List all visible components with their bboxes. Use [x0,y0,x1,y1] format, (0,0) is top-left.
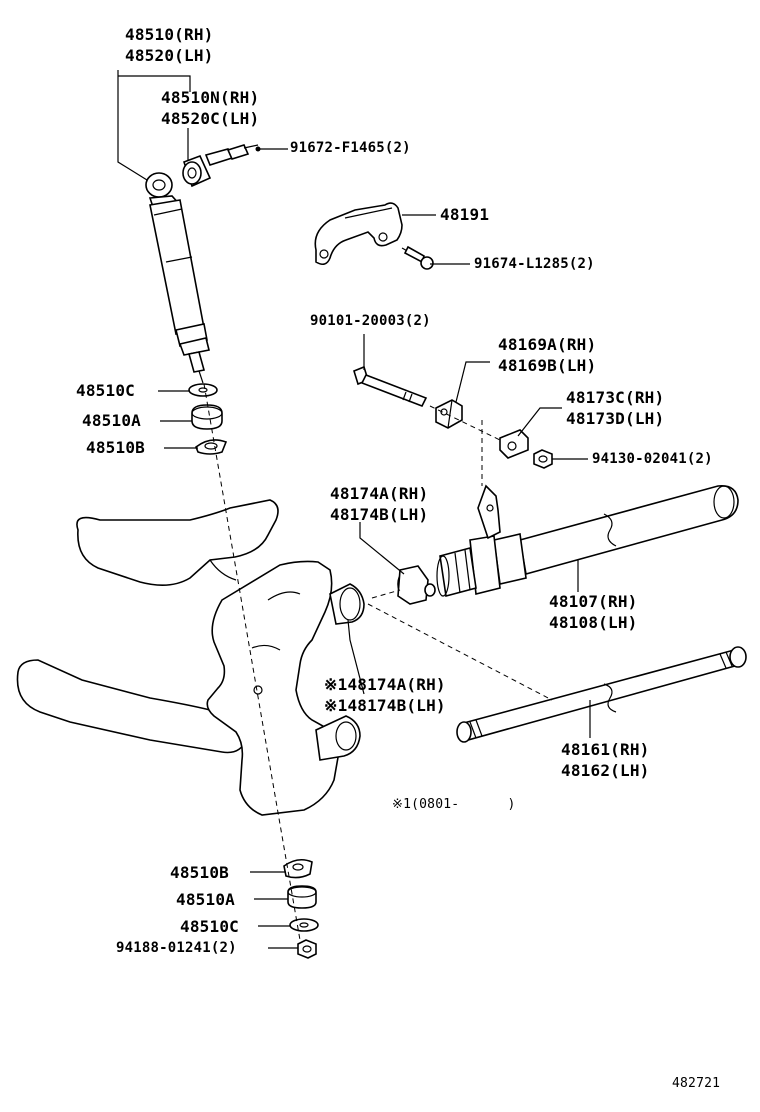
upper-cushion-48510a[interactable] [191,404,223,430]
label-shaft-rh: 48161(RH) [561,740,650,759]
label-washer-c-bot: 48510C [180,917,239,936]
label-nut-bot: 94188-01241(2) [116,940,237,956]
upper-washer-48510c[interactable] [188,383,218,397]
label-retainer-b-bot: 48510B [170,863,229,882]
label-plate-c: 48173C(RH) [566,388,665,407]
plate-48173[interactable] [499,429,529,459]
long-bolt-90101[interactable] [353,365,428,408]
shock-top-bolt[interactable] [204,144,259,166]
label-housing-rh: 48107(RH) [549,592,638,611]
label-housing-lh: 48108(LH) [549,613,638,632]
axle-housing[interactable] [436,484,739,598]
label-seal-b: ※148174B(LH) [324,696,446,715]
label-bushing-lh: 48520C(LH) [161,109,260,128]
leader-lines [117,70,591,949]
nut-94130[interactable] [533,449,553,469]
label-seal-a: ※148174A(RH) [324,675,446,694]
figure-id: 482721 [672,1076,721,1091]
lower-retainer-48510b[interactable] [283,858,313,879]
drive-shaft[interactable] [456,646,747,743]
label-plate-d: 48173D(LH) [566,409,665,428]
label-bolt-top: 91672-F1465(2) [290,140,411,156]
label-bracket: 48191 [440,205,490,224]
steering-knuckle [206,560,361,816]
footnote: ※1(0801- ) [392,797,516,812]
seal-small-48174[interactable] [329,583,365,625]
label-cushion-a-bot: 48510A [176,890,235,909]
label-bushing-rh: 48510N(RH) [161,88,260,107]
lower-cushion-48510a[interactable] [287,885,317,909]
bracket-bolt[interactable] [401,245,434,270]
upper-arm [76,499,279,586]
lower-nut-94188[interactable] [297,939,317,959]
label-bracket-bolt: 91674-L1285(2) [474,256,595,272]
label-retainer-b-top: 48510B [86,438,145,457]
bracket-48191[interactable] [314,202,403,266]
label-clamp-a: 48169A(RH) [498,335,597,354]
label-washer-c-top: 48510C [76,381,135,400]
label-shock-rh: 48510(RH) [125,25,214,44]
label-cushion-a-top: 48510A [82,411,141,430]
label-bearing-b: 48174B(LH) [330,505,429,524]
upper-retainer-48510b[interactable] [195,439,228,455]
lower-washer-48510c[interactable] [289,918,319,932]
label-long-bolt: 90101-20003(2) [310,313,431,329]
label-shaft-lh: 48162(LH) [561,761,650,780]
label-clamp-b: 48169B(LH) [498,356,597,375]
label-bearing-a: 48174A(RH) [330,484,429,503]
shock-absorber[interactable] [145,172,210,384]
bearing-48174[interactable] [397,565,436,605]
clamp-48169[interactable] [435,399,463,429]
shock-upper-bushing[interactable] [182,154,212,188]
label-shock-lh: 48520(LH) [125,46,214,65]
label-nut: 94130-02041(2) [592,451,713,467]
assembly-lines [203,383,553,941]
